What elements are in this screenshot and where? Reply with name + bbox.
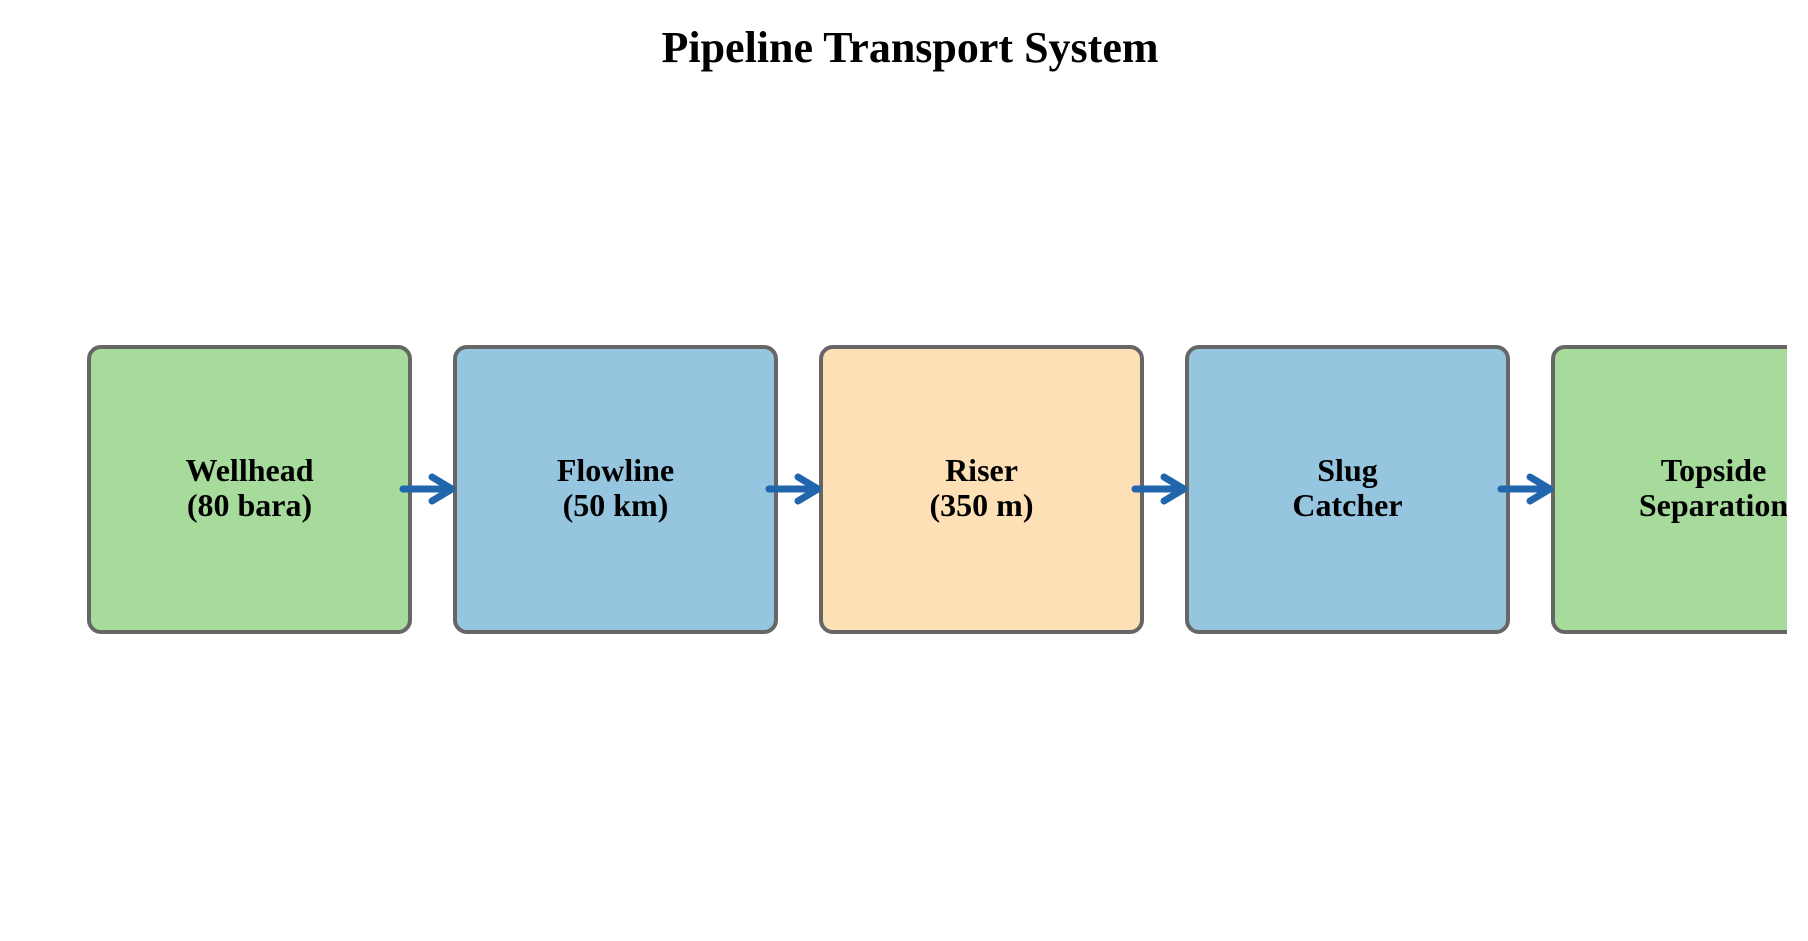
node-flowline: Flowline(50 km) xyxy=(453,345,778,634)
flow-arrow-slug-catcher-to-topside-separation xyxy=(1497,473,1554,505)
arrow-head xyxy=(1526,473,1554,505)
node-label-wellhead-line-2: (80 bara) xyxy=(187,487,312,523)
flow-arrow-wellhead-to-flowline xyxy=(399,473,456,505)
node-label-topside-separation-line-2: Separation xyxy=(1639,487,1789,523)
node-label-riser-line-2: (350 m) xyxy=(930,487,1034,523)
flow-arrow-flowline-to-riser xyxy=(765,473,822,505)
arrow-head xyxy=(428,473,456,505)
arrows-layer xyxy=(399,473,1554,505)
node-riser: Riser(350 m) xyxy=(819,345,1144,634)
node-label-flowline-line-1: Flowline xyxy=(557,452,674,488)
node-label-slug-catcher-line-2: Catcher xyxy=(1292,487,1402,523)
node-wellhead: Wellhead(80 bara) xyxy=(87,345,412,634)
node-label-topside-separation-line-1: Topside xyxy=(1661,452,1767,488)
flow-arrow-riser-to-slug-catcher xyxy=(1131,473,1188,505)
arrow-head xyxy=(794,473,822,505)
plot-area: Wellhead(80 bara)Flowline(50 km)Riser(35… xyxy=(87,345,1789,634)
arrow-head xyxy=(1160,473,1188,505)
diagram-title: Pipeline Transport System xyxy=(661,23,1158,72)
node-label-riser-line-1: Riser xyxy=(945,452,1018,488)
node-label-flowline-line-2: (50 km) xyxy=(563,487,669,523)
node-label-slug-catcher-line-1: Slug xyxy=(1317,452,1377,488)
node-label-wellhead-line-1: Wellhead xyxy=(185,452,313,488)
